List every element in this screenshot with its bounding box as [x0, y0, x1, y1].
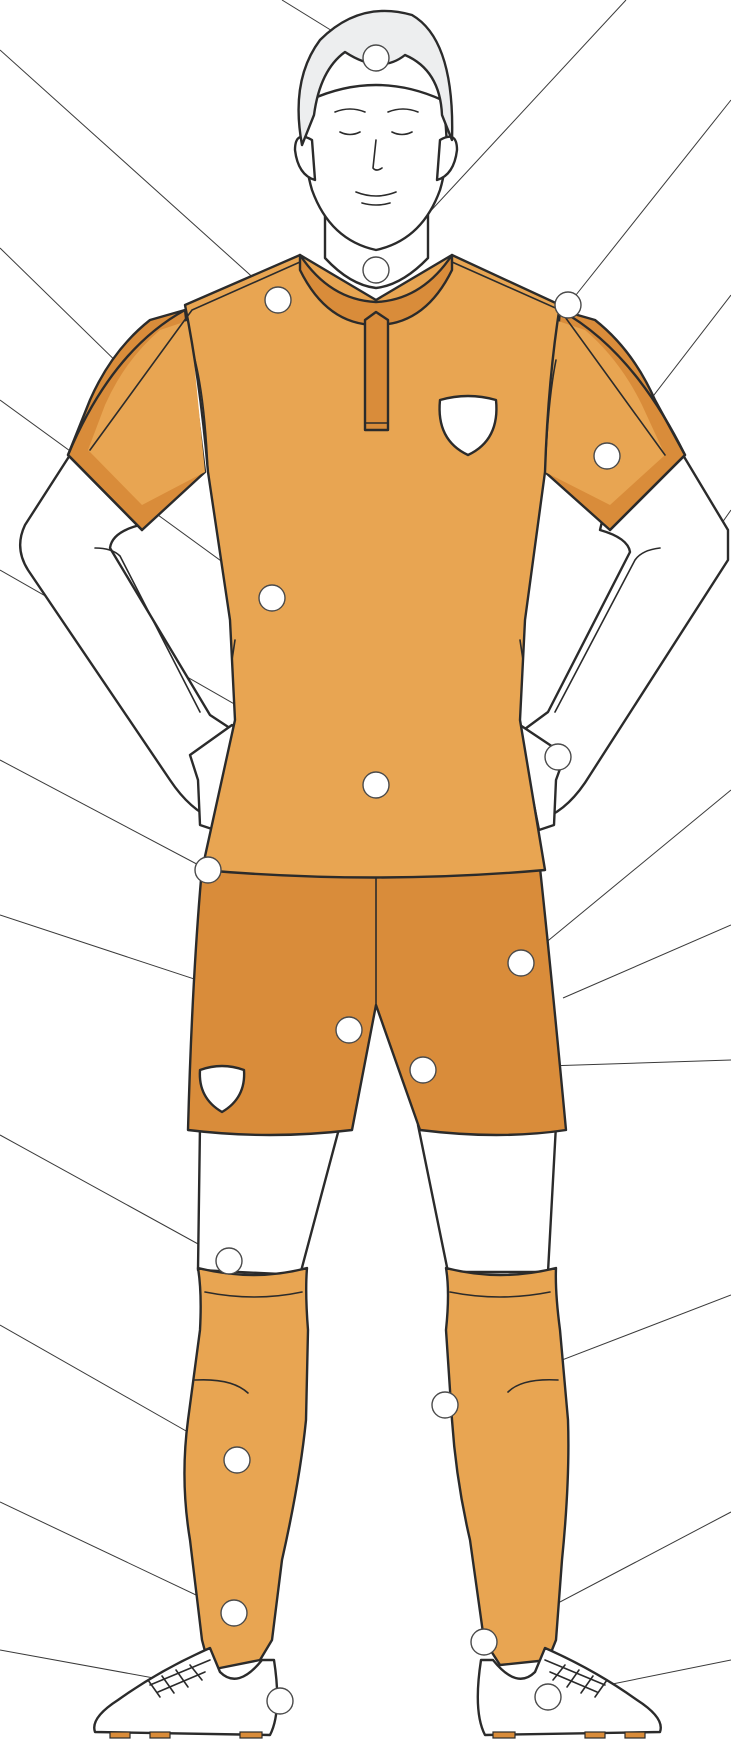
marker-left-ankle[interactable] [221, 1600, 247, 1626]
marker-right-boot[interactable] [535, 1684, 561, 1710]
marker-right-sock-upper[interactable] [432, 1392, 458, 1418]
marker-right-ankle[interactable] [471, 1629, 497, 1655]
legs [198, 1125, 556, 1275]
marker-left-chest[interactable] [259, 585, 285, 611]
leader-line-left-shoulder [0, 50, 278, 300]
marker-left-sock-lower[interactable] [224, 1447, 250, 1473]
marker-right-hand[interactable] [545, 744, 571, 770]
marker-neck[interactable] [363, 257, 389, 283]
leader-line-shorts-side [563, 925, 731, 998]
right-sock [446, 1268, 568, 1665]
marker-right-shorts-hem[interactable] [410, 1057, 436, 1083]
marker-left-boot[interactable] [267, 1688, 293, 1714]
marker-left-hip[interactable] [195, 857, 221, 883]
marker-left-knee[interactable] [216, 1248, 242, 1274]
marker-left-shoulder-seam[interactable] [265, 287, 291, 313]
leader-line-left-knee [0, 1135, 229, 1261]
marker-right-shoulder-seam[interactable] [555, 292, 581, 318]
leader-line-arm [0, 248, 130, 375]
marker-head[interactable] [363, 45, 389, 71]
marker-right-shorts-leg[interactable] [508, 950, 534, 976]
marker-left-shorts-inner[interactable] [336, 1017, 362, 1043]
shorts [188, 868, 566, 1135]
marker-right-sleeve[interactable] [594, 443, 620, 469]
marker-jersey-hem-center[interactable] [363, 772, 389, 798]
leader-line-right-shoulder [568, 100, 731, 305]
